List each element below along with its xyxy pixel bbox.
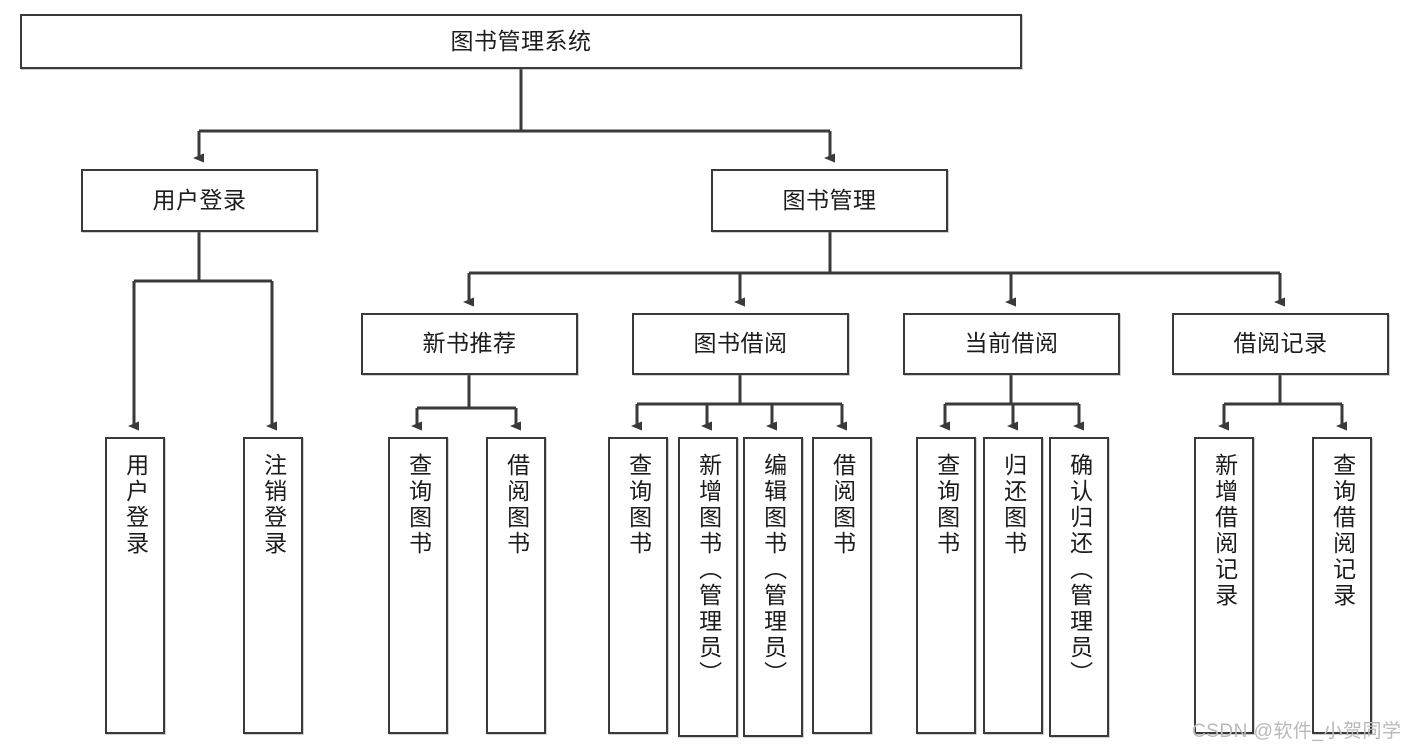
node-label: 用户登录 [122, 453, 149, 557]
node-user-login[interactable]: 用户登录 [81, 169, 318, 232]
leaf-borrow-book[interactable]: 借阅图书 [812, 437, 872, 734]
node-borrow-records[interactable]: 借阅记录 [1172, 313, 1389, 375]
node-label: 借阅图书 [829, 453, 856, 557]
leaf-logout[interactable]: 注销登录 [243, 437, 303, 734]
node-label: 新增借阅记录 [1211, 453, 1238, 609]
node-label: 图书管理系统 [450, 27, 592, 54]
node-label: 确认归还（管理员） [1066, 453, 1093, 687]
node-label: 新增图书（管理员） [695, 453, 722, 687]
leaf-query-book-borrow[interactable]: 查询图书 [608, 437, 668, 734]
node-label: 查询借阅记录 [1329, 453, 1356, 609]
node-label: 编辑图书（管理员） [760, 453, 787, 687]
node-new-book-recommend[interactable]: 新书推荐 [361, 313, 578, 375]
node-book-management[interactable]: 图书管理 [711, 169, 948, 232]
node-label: 新书推荐 [422, 330, 517, 357]
leaf-borrow-book-recommend[interactable]: 借阅图书 [486, 437, 546, 734]
leaf-add-book-admin[interactable]: 新增图书（管理员） [678, 437, 738, 737]
leaf-user-login[interactable]: 用户登录 [105, 437, 165, 734]
leaf-query-borrow-record[interactable]: 查询借阅记录 [1312, 437, 1372, 734]
leaf-return-book[interactable]: 归还图书 [983, 437, 1043, 734]
node-book-borrow[interactable]: 图书借阅 [632, 313, 849, 375]
node-current-borrow[interactable]: 当前借阅 [903, 313, 1120, 375]
node-label: 查询图书 [405, 453, 432, 557]
node-label: 图书借阅 [693, 330, 788, 357]
leaf-edit-book-admin[interactable]: 编辑图书（管理员） [743, 437, 803, 737]
leaf-confirm-return-admin[interactable]: 确认归还（管理员） [1049, 437, 1109, 737]
node-label: 查询图书 [625, 453, 652, 557]
leaf-add-borrow-record[interactable]: 新增借阅记录 [1194, 437, 1254, 734]
node-label: 归还图书 [1000, 453, 1027, 557]
node-label: 注销登录 [260, 453, 287, 557]
node-label: 查询图书 [933, 453, 960, 557]
node-label: 借阅图书 [503, 453, 530, 557]
node-label: 图书管理 [782, 186, 877, 213]
leaf-query-book-current[interactable]: 查询图书 [916, 437, 976, 734]
node-root-system[interactable]: 图书管理系统 [20, 14, 1022, 69]
node-label: 当前借阅 [964, 330, 1059, 357]
node-label: 用户登录 [152, 186, 247, 213]
node-label: 借阅记录 [1233, 330, 1328, 357]
leaf-query-book-recommend[interactable]: 查询图书 [388, 437, 448, 734]
